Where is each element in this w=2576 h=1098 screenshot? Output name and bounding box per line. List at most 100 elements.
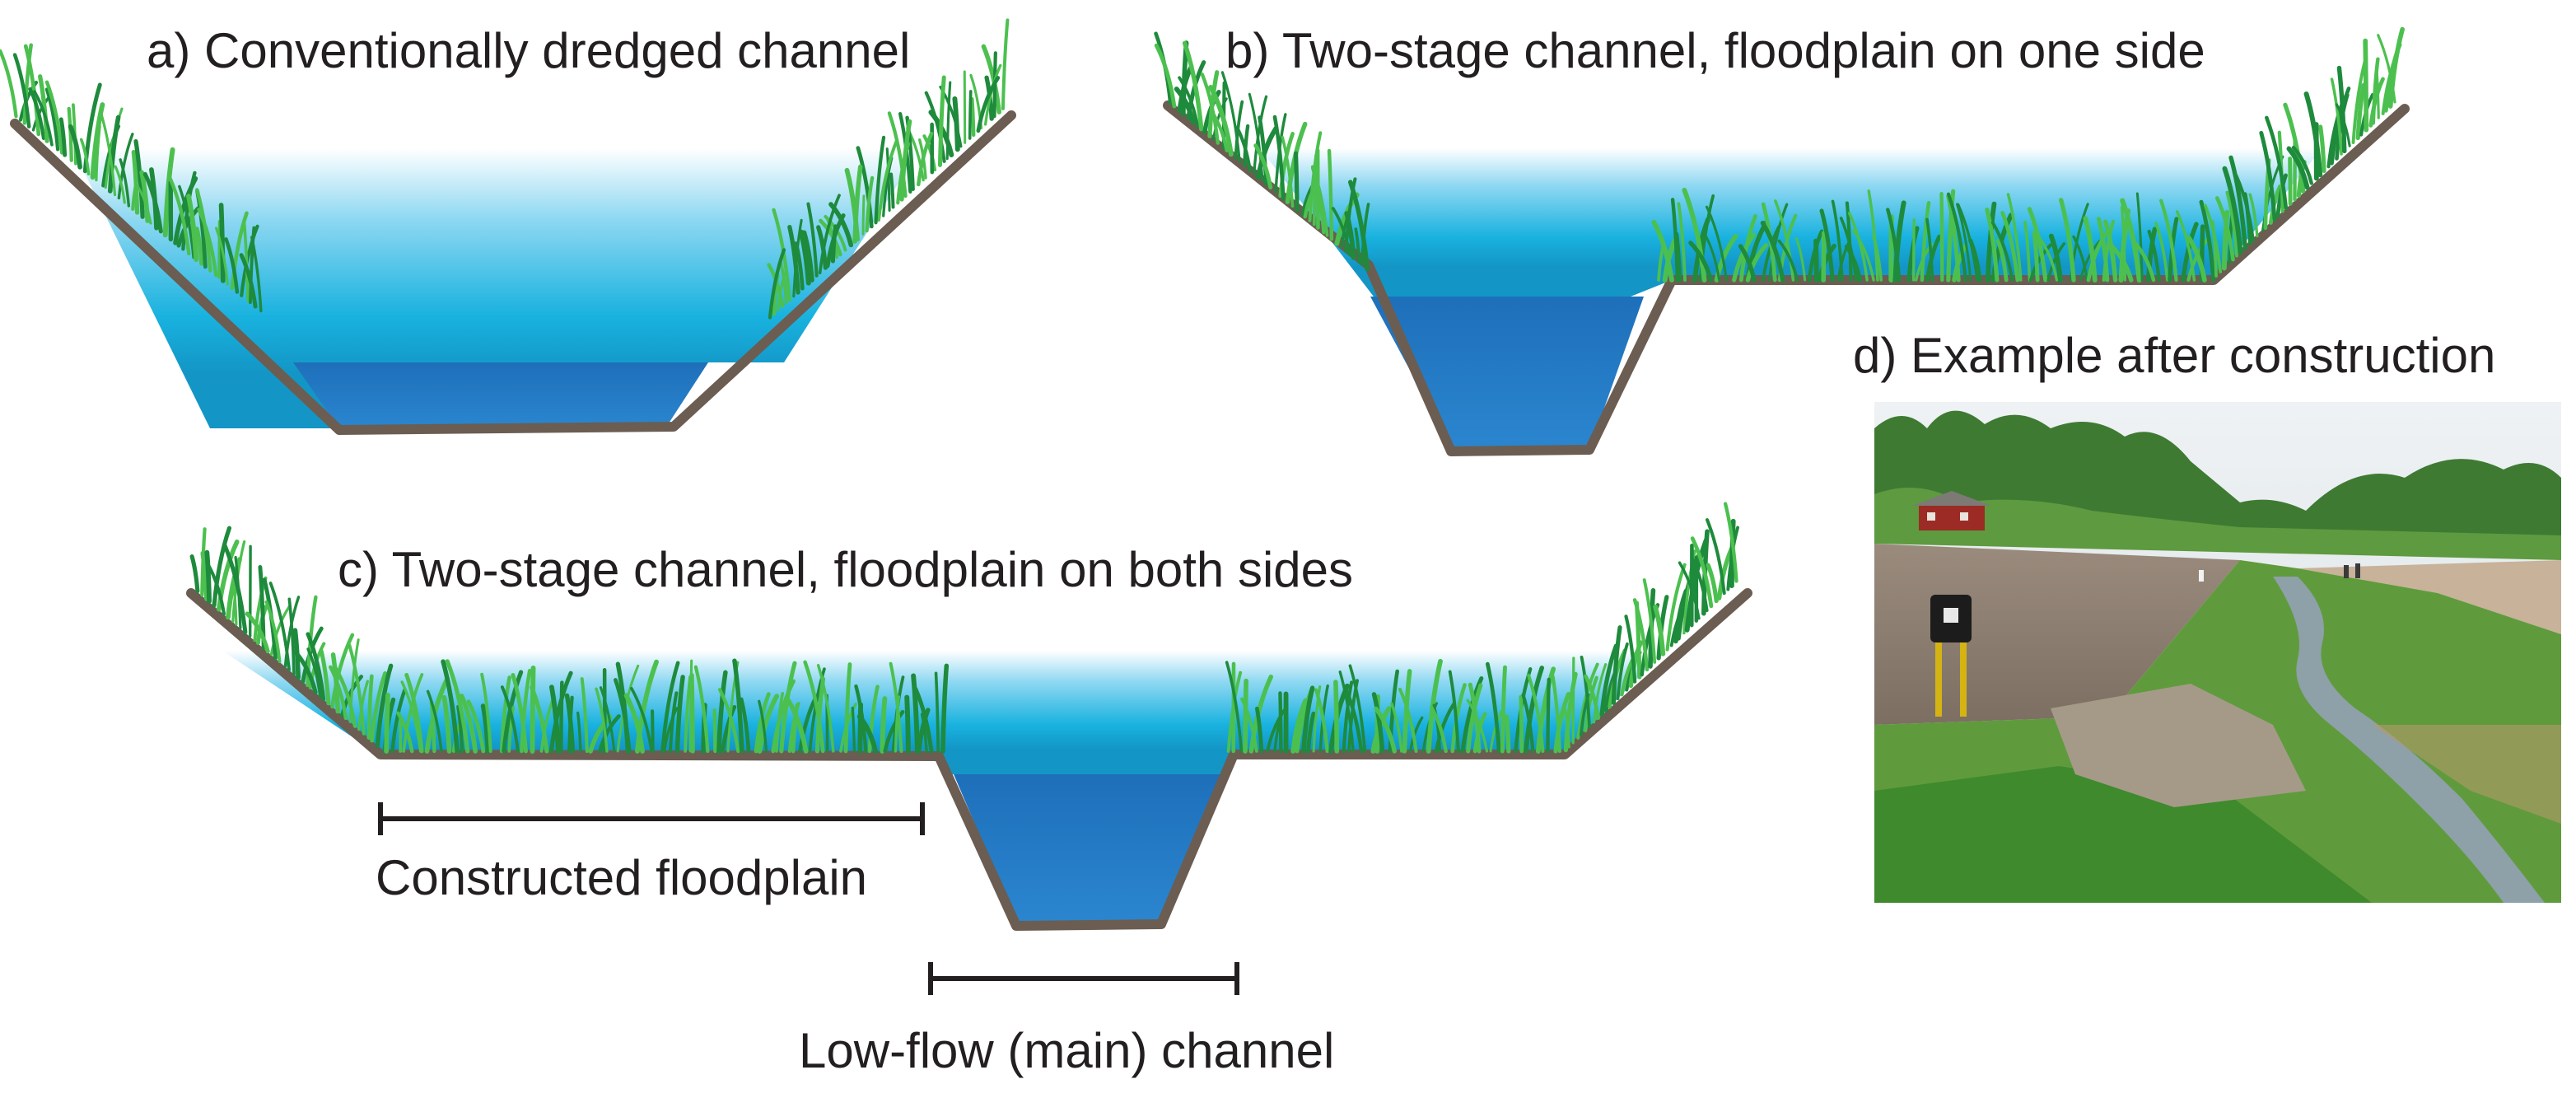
grass-blade [2120, 198, 2142, 283]
grass-blade [1519, 694, 1524, 754]
grass-blade [1348, 664, 1367, 753]
grass-blade [1738, 214, 1757, 283]
grass-blade [564, 693, 576, 754]
grass-blade [215, 227, 229, 286]
grass-blade [242, 219, 250, 302]
grass-blade [913, 686, 934, 754]
grass-blade [1426, 658, 1443, 754]
grass-blade [806, 202, 819, 278]
grass-blade [1642, 578, 1657, 664]
grass-blade [1774, 199, 1795, 282]
grass-blade [614, 678, 632, 754]
grass-blade [404, 672, 424, 754]
grass-blade [1553, 692, 1571, 754]
grass-blade [2259, 130, 2277, 222]
floodplain-dimension-bar [378, 802, 925, 835]
grass-blade [1253, 143, 1273, 190]
grass-blade [920, 713, 928, 753]
grass-blade [1562, 703, 1570, 749]
grass-blade [168, 177, 191, 256]
grass-blade [825, 213, 846, 269]
grass-blade [1524, 666, 1544, 754]
panel-a-channel-bed [10, 110, 1016, 435]
grass-blade [2335, 92, 2350, 161]
grass-blade [499, 675, 511, 754]
grass-blade [507, 706, 516, 753]
grass-blade [2222, 166, 2243, 255]
grass-blade [1656, 595, 1669, 661]
grass-blade [889, 172, 895, 209]
grass-blade [268, 582, 291, 671]
grass-blade [2303, 91, 2323, 178]
grass-blade [1342, 680, 1354, 754]
grass-blade [2159, 199, 2178, 283]
grass-blade [2102, 219, 2116, 282]
panel-c-right-floodplain-grass [1225, 658, 1571, 754]
grass-blade [757, 694, 780, 754]
grass-blade [390, 688, 407, 754]
grass-blade [599, 686, 616, 753]
grass-blade [668, 691, 679, 753]
grass-blade [981, 44, 1001, 114]
grass-blade [218, 203, 226, 283]
grass-blade [2059, 198, 2076, 283]
grass-blade [1331, 207, 1351, 256]
grass-blade [1207, 70, 1220, 138]
grass-blade [2283, 102, 2306, 194]
grass-blade [530, 685, 549, 754]
grass-blade [856, 146, 874, 229]
grass-blade [576, 711, 582, 753]
grass-blade [1527, 673, 1545, 753]
grass-blade [2225, 190, 2238, 258]
grass-blade [68, 124, 82, 170]
grass-blade [1208, 84, 1234, 157]
grass-blade [712, 708, 717, 754]
grass-blade [58, 117, 68, 157]
grass-blade [851, 706, 856, 753]
grass-blade [1738, 244, 1757, 283]
grass-blade [1831, 199, 1844, 282]
grass-blade [2248, 193, 2259, 238]
panel-a-right-bank-grass [767, 18, 1010, 320]
grass-blade [139, 170, 150, 223]
grass-blade [2291, 145, 2313, 185]
grass-blade [1762, 225, 1780, 282]
grass-blade [222, 543, 248, 634]
grass-blade [1985, 208, 2000, 283]
grass-blade [548, 670, 573, 754]
grass-blade [1674, 231, 1682, 283]
grass-blade [2027, 207, 2048, 283]
grass-blade [803, 660, 825, 754]
grass-blade [775, 692, 785, 753]
grass-blade [239, 253, 258, 309]
grass-blade [1678, 561, 1701, 620]
grass-blade [684, 675, 692, 753]
grass-blade [269, 605, 292, 656]
grass-blade [1486, 661, 1501, 754]
panel-b-left-bank-grass [1154, 31, 1370, 272]
grass-blade [107, 114, 121, 194]
grass-blade [693, 665, 710, 754]
grass-blade [1592, 663, 1608, 724]
grass-blade [366, 674, 374, 741]
grass-blade [459, 694, 478, 754]
grass-blade [630, 686, 654, 753]
grass-blade [1225, 661, 1244, 753]
panel-c-channel-bed [186, 588, 1752, 931]
grass-blade [776, 270, 787, 312]
grass-blade [1691, 558, 1709, 613]
grass-blade [1374, 706, 1397, 754]
grass-blade [896, 142, 911, 205]
grass-blade [2109, 244, 2134, 283]
grass-blade [2079, 239, 2102, 282]
grass-blade [916, 131, 934, 187]
grass-blade [1732, 232, 1757, 283]
grass-blade [240, 224, 259, 297]
grass-blade [200, 550, 209, 601]
sign-post [1930, 595, 1972, 717]
grass-blade [1312, 154, 1318, 227]
grass-blade [1946, 189, 1956, 283]
grass-blade [1347, 180, 1370, 272]
grass-blade [1314, 688, 1329, 754]
